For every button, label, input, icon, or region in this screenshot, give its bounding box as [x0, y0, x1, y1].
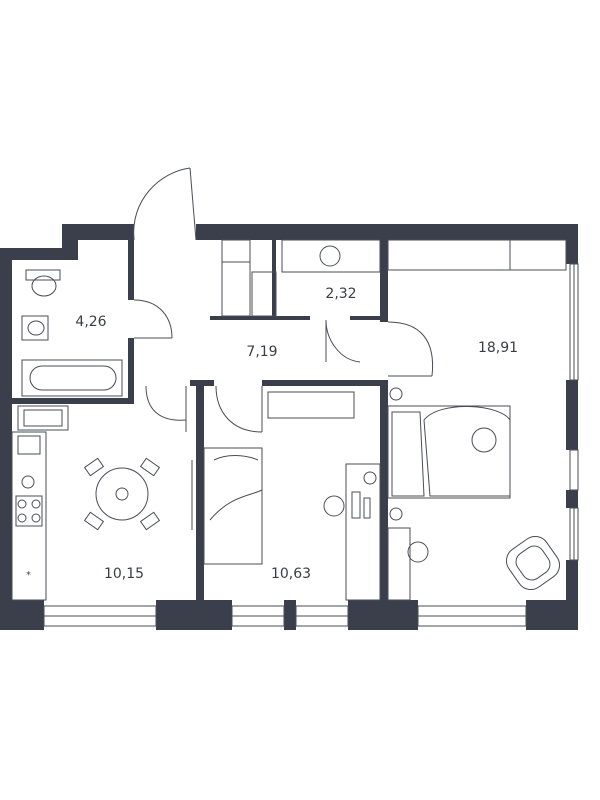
- room-area-bedroom-small: 10,63: [270, 566, 312, 582]
- room-area-bedroom-large: 18,91: [477, 340, 519, 356]
- room-area-hall: 7,19: [246, 344, 278, 360]
- room-area-wardrobe: 2,32: [325, 286, 357, 302]
- desk-icon: [323, 463, 381, 601]
- furniture: *: [11, 239, 567, 601]
- doors: [133, 167, 434, 433]
- washing-machine-icon: [17, 405, 69, 431]
- stove-icon: *: [11, 431, 47, 601]
- bed-icon: [203, 447, 263, 565]
- wardrobe-icon: [221, 239, 381, 317]
- svg-text:*: *: [26, 570, 31, 581]
- toilet-icon: [25, 269, 61, 297]
- room-area-bathroom: 4,26: [75, 314, 107, 330]
- table-chairs-icon: [83, 457, 161, 531]
- room-area-kitchen: 10,15: [103, 566, 145, 582]
- windows: [43, 263, 579, 627]
- sink-icon: [21, 315, 49, 341]
- walls: [0, 224, 578, 630]
- armchair-icon: [505, 535, 561, 591]
- bathtub-icon: [21, 359, 123, 397]
